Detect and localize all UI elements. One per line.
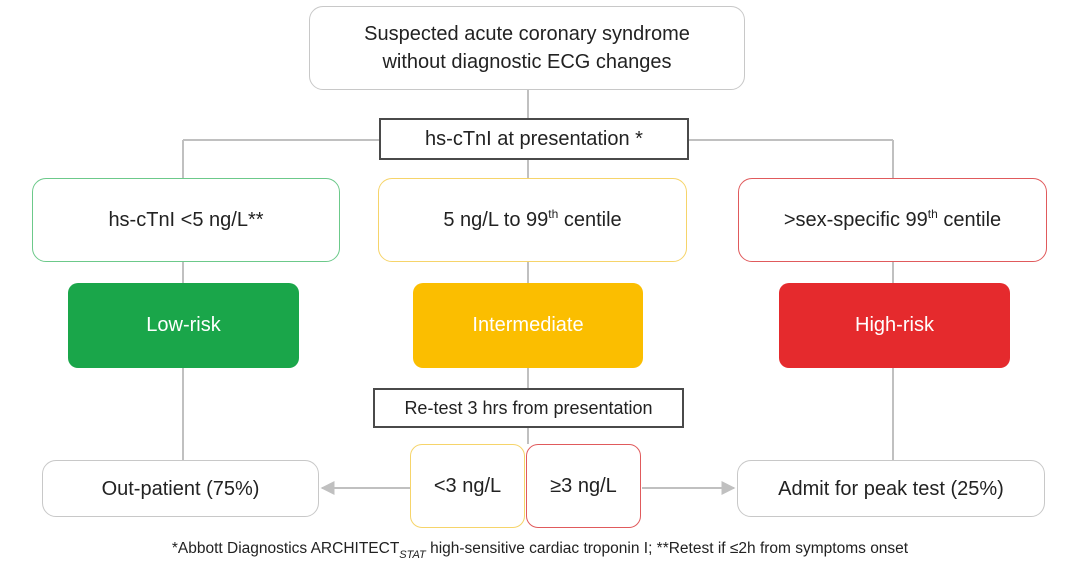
high-risk-label: High-risk [855,314,934,336]
footnote-post: high-sensitive cardiac troponin I; **Ret… [425,540,909,557]
intermediate-risk-label: Intermediate [472,314,584,336]
category-mid-box: 5 ng/L to 99th centile [378,178,687,262]
category-low-label: hs-cTnI <5 ng/L** [108,209,264,231]
suspected-acs-line-1: Suspected acute coronary syndrome [364,23,690,45]
retest-below-label: <3 ng/L [433,475,502,497]
suspected-acs-box: Suspected acute coronary syndrome withou… [309,6,745,90]
presentation-test-box: hs-cTnI at presentation * [379,118,689,160]
retest-below-box: <3 ng/L [410,444,525,528]
category-low-box: hs-cTnI <5 ng/L** [32,178,340,262]
retest-above-label: ≥3 ng/L [550,475,617,497]
retest-label: Re-test 3 hrs from presentation [404,397,653,418]
category-mid-label: 5 ng/L to 99th centile [443,207,622,231]
footnote: *Abbott Diagnostics ARCHITECTSTAT high-s… [0,538,1080,561]
footnote-sub: STAT [399,549,426,561]
category-high-box: >sex-specific 99th centile [738,178,1047,262]
admit-box: Admit for peak test (25%) [737,460,1045,517]
presentation-test-label: hs-cTnI at presentation * [425,128,643,150]
low-risk-label: Low-risk [146,314,221,336]
outpatient-label: Out-patient (75%) [101,477,260,500]
suspected-acs-line-2: without diagnostic ECG changes [382,51,672,73]
footnote-pre: *Abbott Diagnostics ARCHITECT [171,540,400,557]
intermediate-risk-box: Intermediate [413,283,643,368]
admit-label: Admit for peak test (25%) [778,477,1004,500]
category-high-label: >sex-specific 99th centile [783,207,1002,231]
high-risk-box: High-risk [779,283,1010,368]
retest-above-box: ≥3 ng/L [526,444,641,528]
outpatient-box: Out-patient (75%) [42,460,319,517]
retest-box: Re-test 3 hrs from presentation [373,388,684,428]
low-risk-box: Low-risk [68,283,299,368]
